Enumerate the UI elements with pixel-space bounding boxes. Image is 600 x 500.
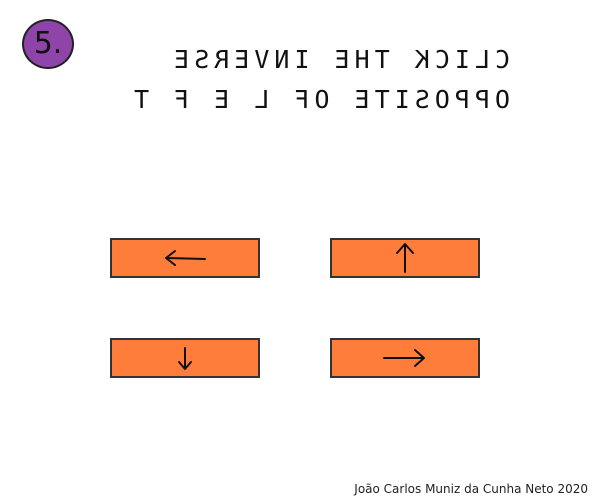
level-number: 5. [33,26,63,61]
instruction-line-1: click the inverse [169,45,510,74]
arrow-right-icon [383,349,425,367]
right-arrow-button[interactable] [330,338,480,378]
up-arrow-button[interactable] [330,238,480,278]
instruction-line-2: opposite of l e f t [129,85,510,114]
level-badge: 5. [22,19,74,69]
arrow-left-icon [165,250,206,266]
left-arrow-button[interactable] [110,238,260,278]
arrow-up-icon [396,243,414,273]
author-credit: João Carlos Muniz da Cunha Neto 2020 [354,482,588,496]
down-arrow-button[interactable] [110,338,260,378]
instruction-text: click the inverse opposite of l e f t [120,40,510,120]
arrow-down-icon [178,347,192,370]
